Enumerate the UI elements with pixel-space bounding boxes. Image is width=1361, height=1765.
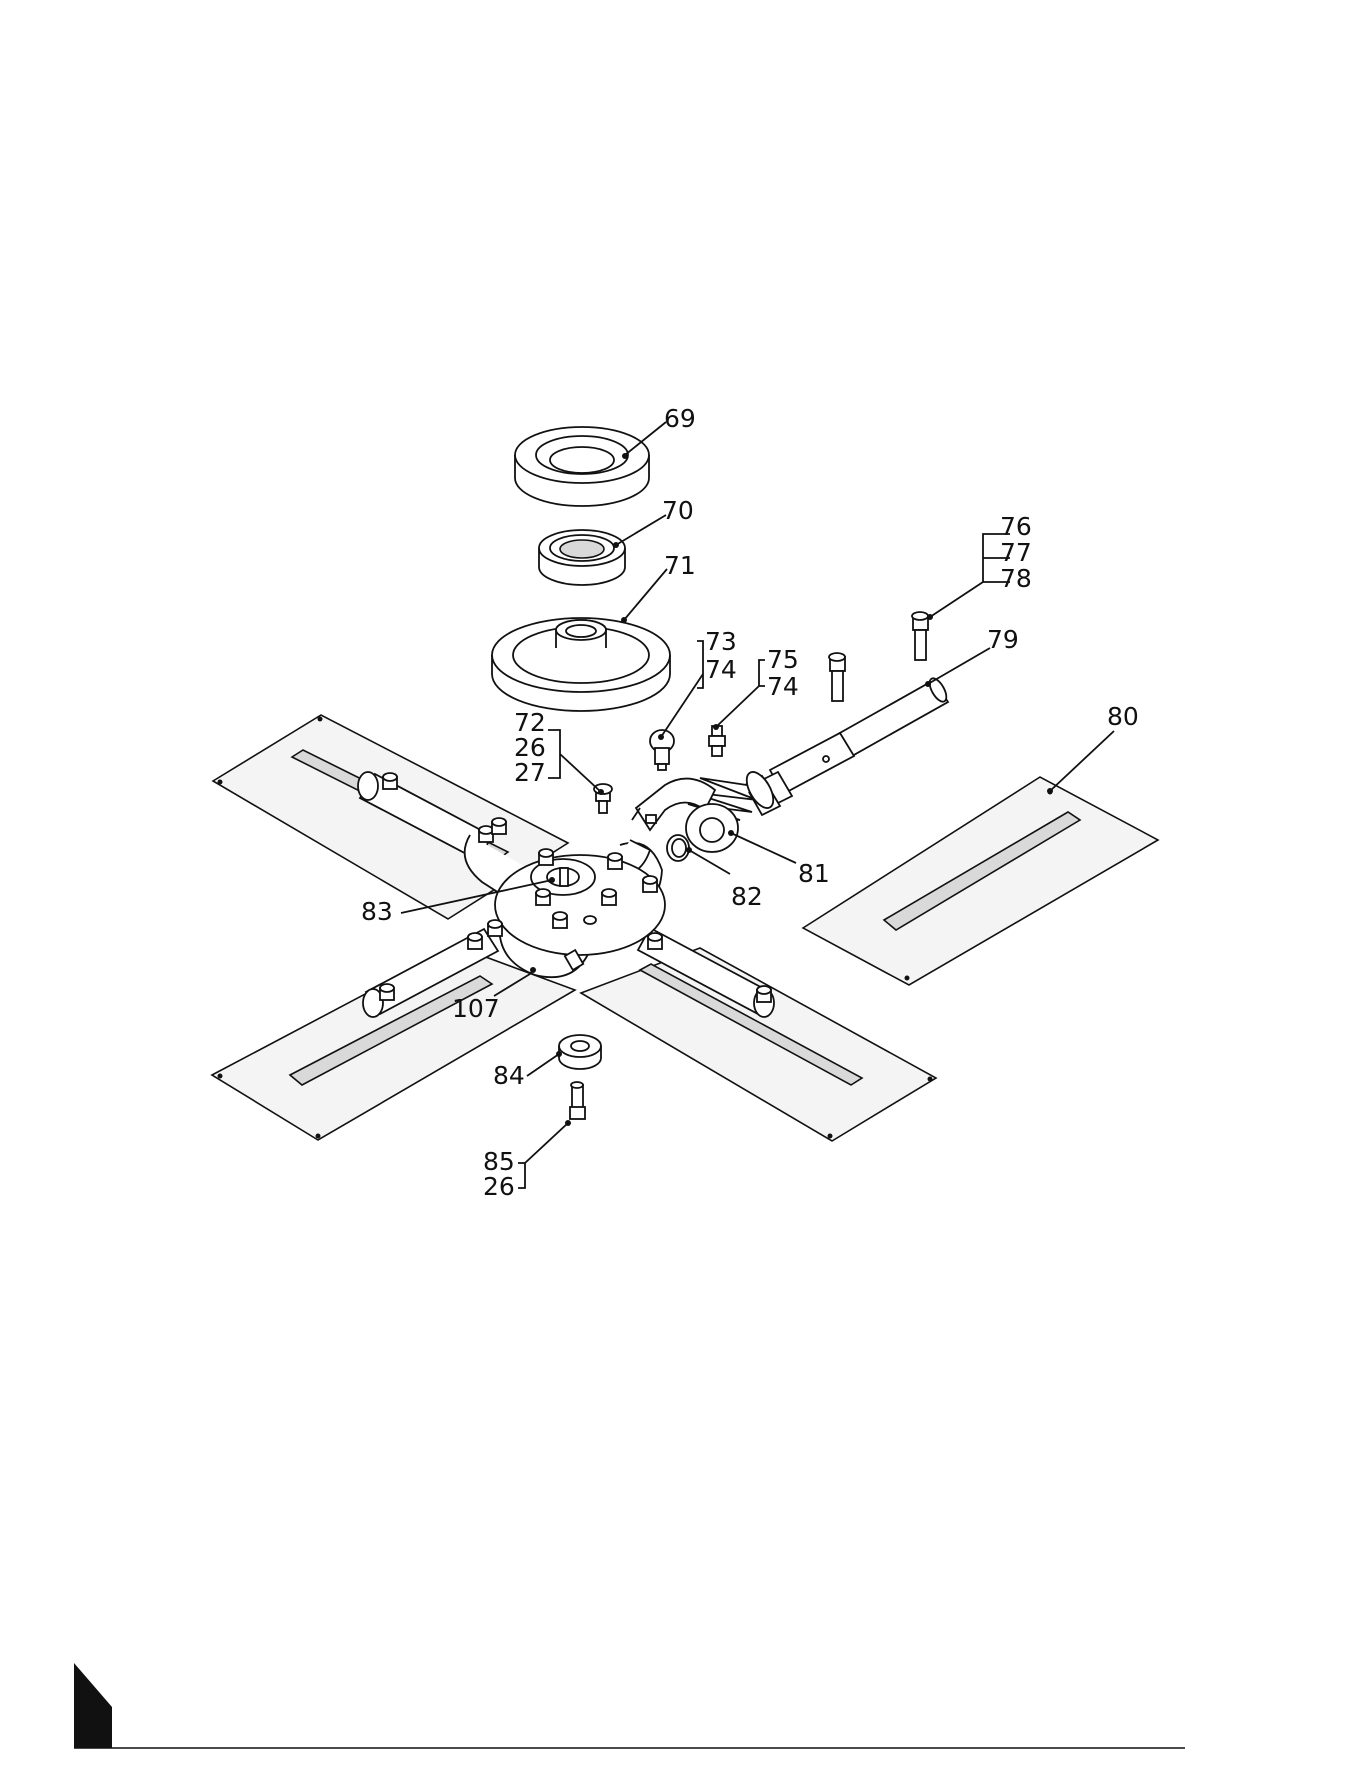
callout-69: 69 xyxy=(664,404,696,433)
callout-76: 76 xyxy=(1000,512,1032,541)
part-84-nut xyxy=(559,1035,601,1069)
callout-83: 83 xyxy=(361,897,393,926)
callout-71: 71 xyxy=(664,551,696,580)
callout-70: 70 xyxy=(662,496,694,525)
callout-74: 74 xyxy=(705,655,737,684)
trowel-blade-part-80 xyxy=(803,777,1158,985)
callout-74: 74 xyxy=(767,672,799,701)
callout-107: 107 xyxy=(452,994,500,1023)
part-69-collar xyxy=(515,427,649,506)
callout-73: 73 xyxy=(705,627,737,656)
callout-80: 80 xyxy=(1107,702,1139,731)
part-75-fitting xyxy=(709,726,725,756)
part-85-bolt xyxy=(570,1082,585,1119)
loose-bolt xyxy=(829,653,845,701)
callout-81: 81 xyxy=(798,859,830,888)
part-70-bearing xyxy=(539,530,625,585)
part-76-bolt xyxy=(912,612,928,660)
callout-82: 82 xyxy=(731,882,763,911)
trowel-blade-bottom-right xyxy=(581,948,936,1141)
callout-84: 84 xyxy=(493,1061,525,1090)
page-corner-tab xyxy=(74,1663,112,1748)
callout-77: 77 xyxy=(1000,538,1032,567)
part-79-shaft xyxy=(688,676,950,820)
part-82-ring xyxy=(667,835,689,861)
spider-hub xyxy=(495,855,665,955)
callout-79: 79 xyxy=(987,625,1019,654)
trowel-blade-bottom-left xyxy=(212,946,575,1140)
callout-78: 78 xyxy=(1000,564,1032,593)
callout-26: 26 xyxy=(483,1172,515,1201)
part-71-plate xyxy=(492,618,670,711)
callout-27: 27 xyxy=(514,758,546,787)
callout-75: 75 xyxy=(767,645,799,674)
